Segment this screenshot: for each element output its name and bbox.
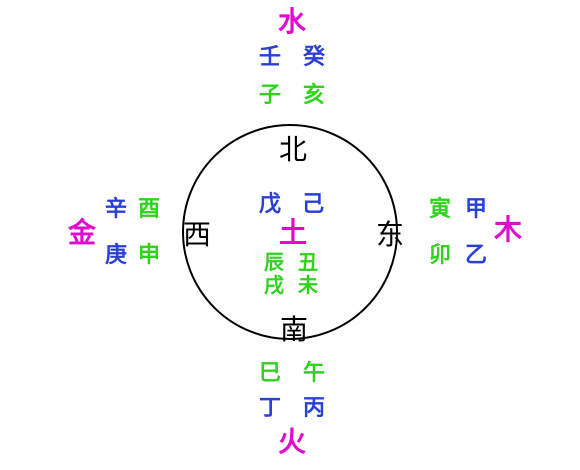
west-element: 金: [67, 216, 97, 249]
direction-east: 东: [375, 218, 405, 251]
east-stem-1: 甲: [464, 197, 488, 222]
north-branch-1: 子: [258, 83, 282, 108]
west-stem-1: 辛: [104, 197, 128, 222]
north-branch-2: 亥: [302, 83, 326, 108]
north-stem-1: 壬: [258, 45, 282, 70]
center-stem-2: 己: [301, 192, 325, 217]
direction-south: 南: [279, 313, 309, 346]
south-stem-2: 丙: [302, 396, 326, 421]
center-branch-3: 戌: [264, 273, 284, 297]
center-branch-2: 丑: [298, 250, 318, 274]
north-stem-2: 癸: [302, 45, 326, 70]
direction-west: 西: [182, 218, 212, 251]
south-branch-1: 巳: [258, 361, 282, 386]
east-element: 木: [493, 213, 523, 246]
center-element: 土: [278, 216, 308, 249]
west-stem-2: 庚: [104, 243, 128, 268]
west-branch-1: 酉: [137, 197, 161, 222]
center-stem-1: 戊: [258, 192, 282, 217]
center-branch-4: 未: [298, 273, 318, 297]
west-branch-2: 申: [137, 243, 161, 268]
east-stem-2: 乙: [464, 243, 488, 268]
north-element: 水: [277, 5, 307, 38]
center-branch-1: 辰: [264, 250, 284, 274]
east-branch-1: 寅: [428, 197, 452, 222]
direction-north: 北: [278, 133, 308, 166]
compass-circle: [182, 124, 398, 340]
south-stem-1: 丁: [258, 396, 282, 421]
south-element: 火: [277, 425, 307, 458]
south-branch-2: 午: [302, 361, 326, 386]
east-branch-2: 卯: [428, 243, 452, 268]
